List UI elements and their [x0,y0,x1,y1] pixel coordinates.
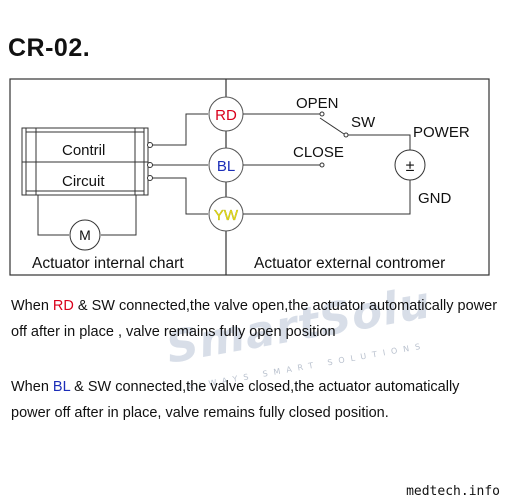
c2-text: & SW connected,the valve closed,the actu… [11,379,460,421]
bl-label: BL [217,158,235,175]
open-contact [319,111,325,117]
control-circuit-box [21,127,149,196]
circuit-label: Circuit [62,173,105,190]
gnd-label: GND [418,190,452,207]
switch-pivot [343,132,349,138]
close-contact [319,162,325,168]
open-instruction: When RD & SW connected,the valve open,th… [11,293,501,345]
internal-chart-caption: Actuator internal chart [32,255,184,272]
terminal-dot-2 [147,162,153,168]
rd-label: RD [215,107,237,124]
contril-label: Contril [62,142,105,159]
switch-blade [319,117,345,135]
c1-text: & SW connected,the valve open,the actuat… [11,298,498,340]
sw-label: SW [351,114,376,131]
c1-wire-rd: RD [52,298,74,314]
close-instruction: When BL & SW connected,the valve closed,… [11,374,501,426]
motor-label: M [79,227,91,243]
wiring-diagram: Contril Circuit M RD BL YW ± OPEN CLOSE … [9,78,490,276]
open-label: OPEN [296,95,339,112]
page-title: CR-02. [8,34,91,62]
c2-prefix: When [11,379,53,395]
c2-wire-bl: BL [52,379,71,395]
diagram-frame [9,78,490,276]
motor-icon [69,219,101,251]
yw-label: YW [214,207,239,224]
power-label: POWER [413,124,470,141]
close-label: CLOSE [293,144,344,161]
site-watermark: medtech.info [406,484,500,499]
internal-wires [37,113,208,236]
plusminus-label: ± [406,158,415,175]
external-wires [243,113,411,215]
terminal-dot-1 [147,142,153,148]
power-supply-icon [394,149,426,181]
external-controller-caption: Actuator external contromer [254,255,445,272]
terminal-dot-3 [147,175,153,181]
c1-prefix: When [11,298,53,314]
